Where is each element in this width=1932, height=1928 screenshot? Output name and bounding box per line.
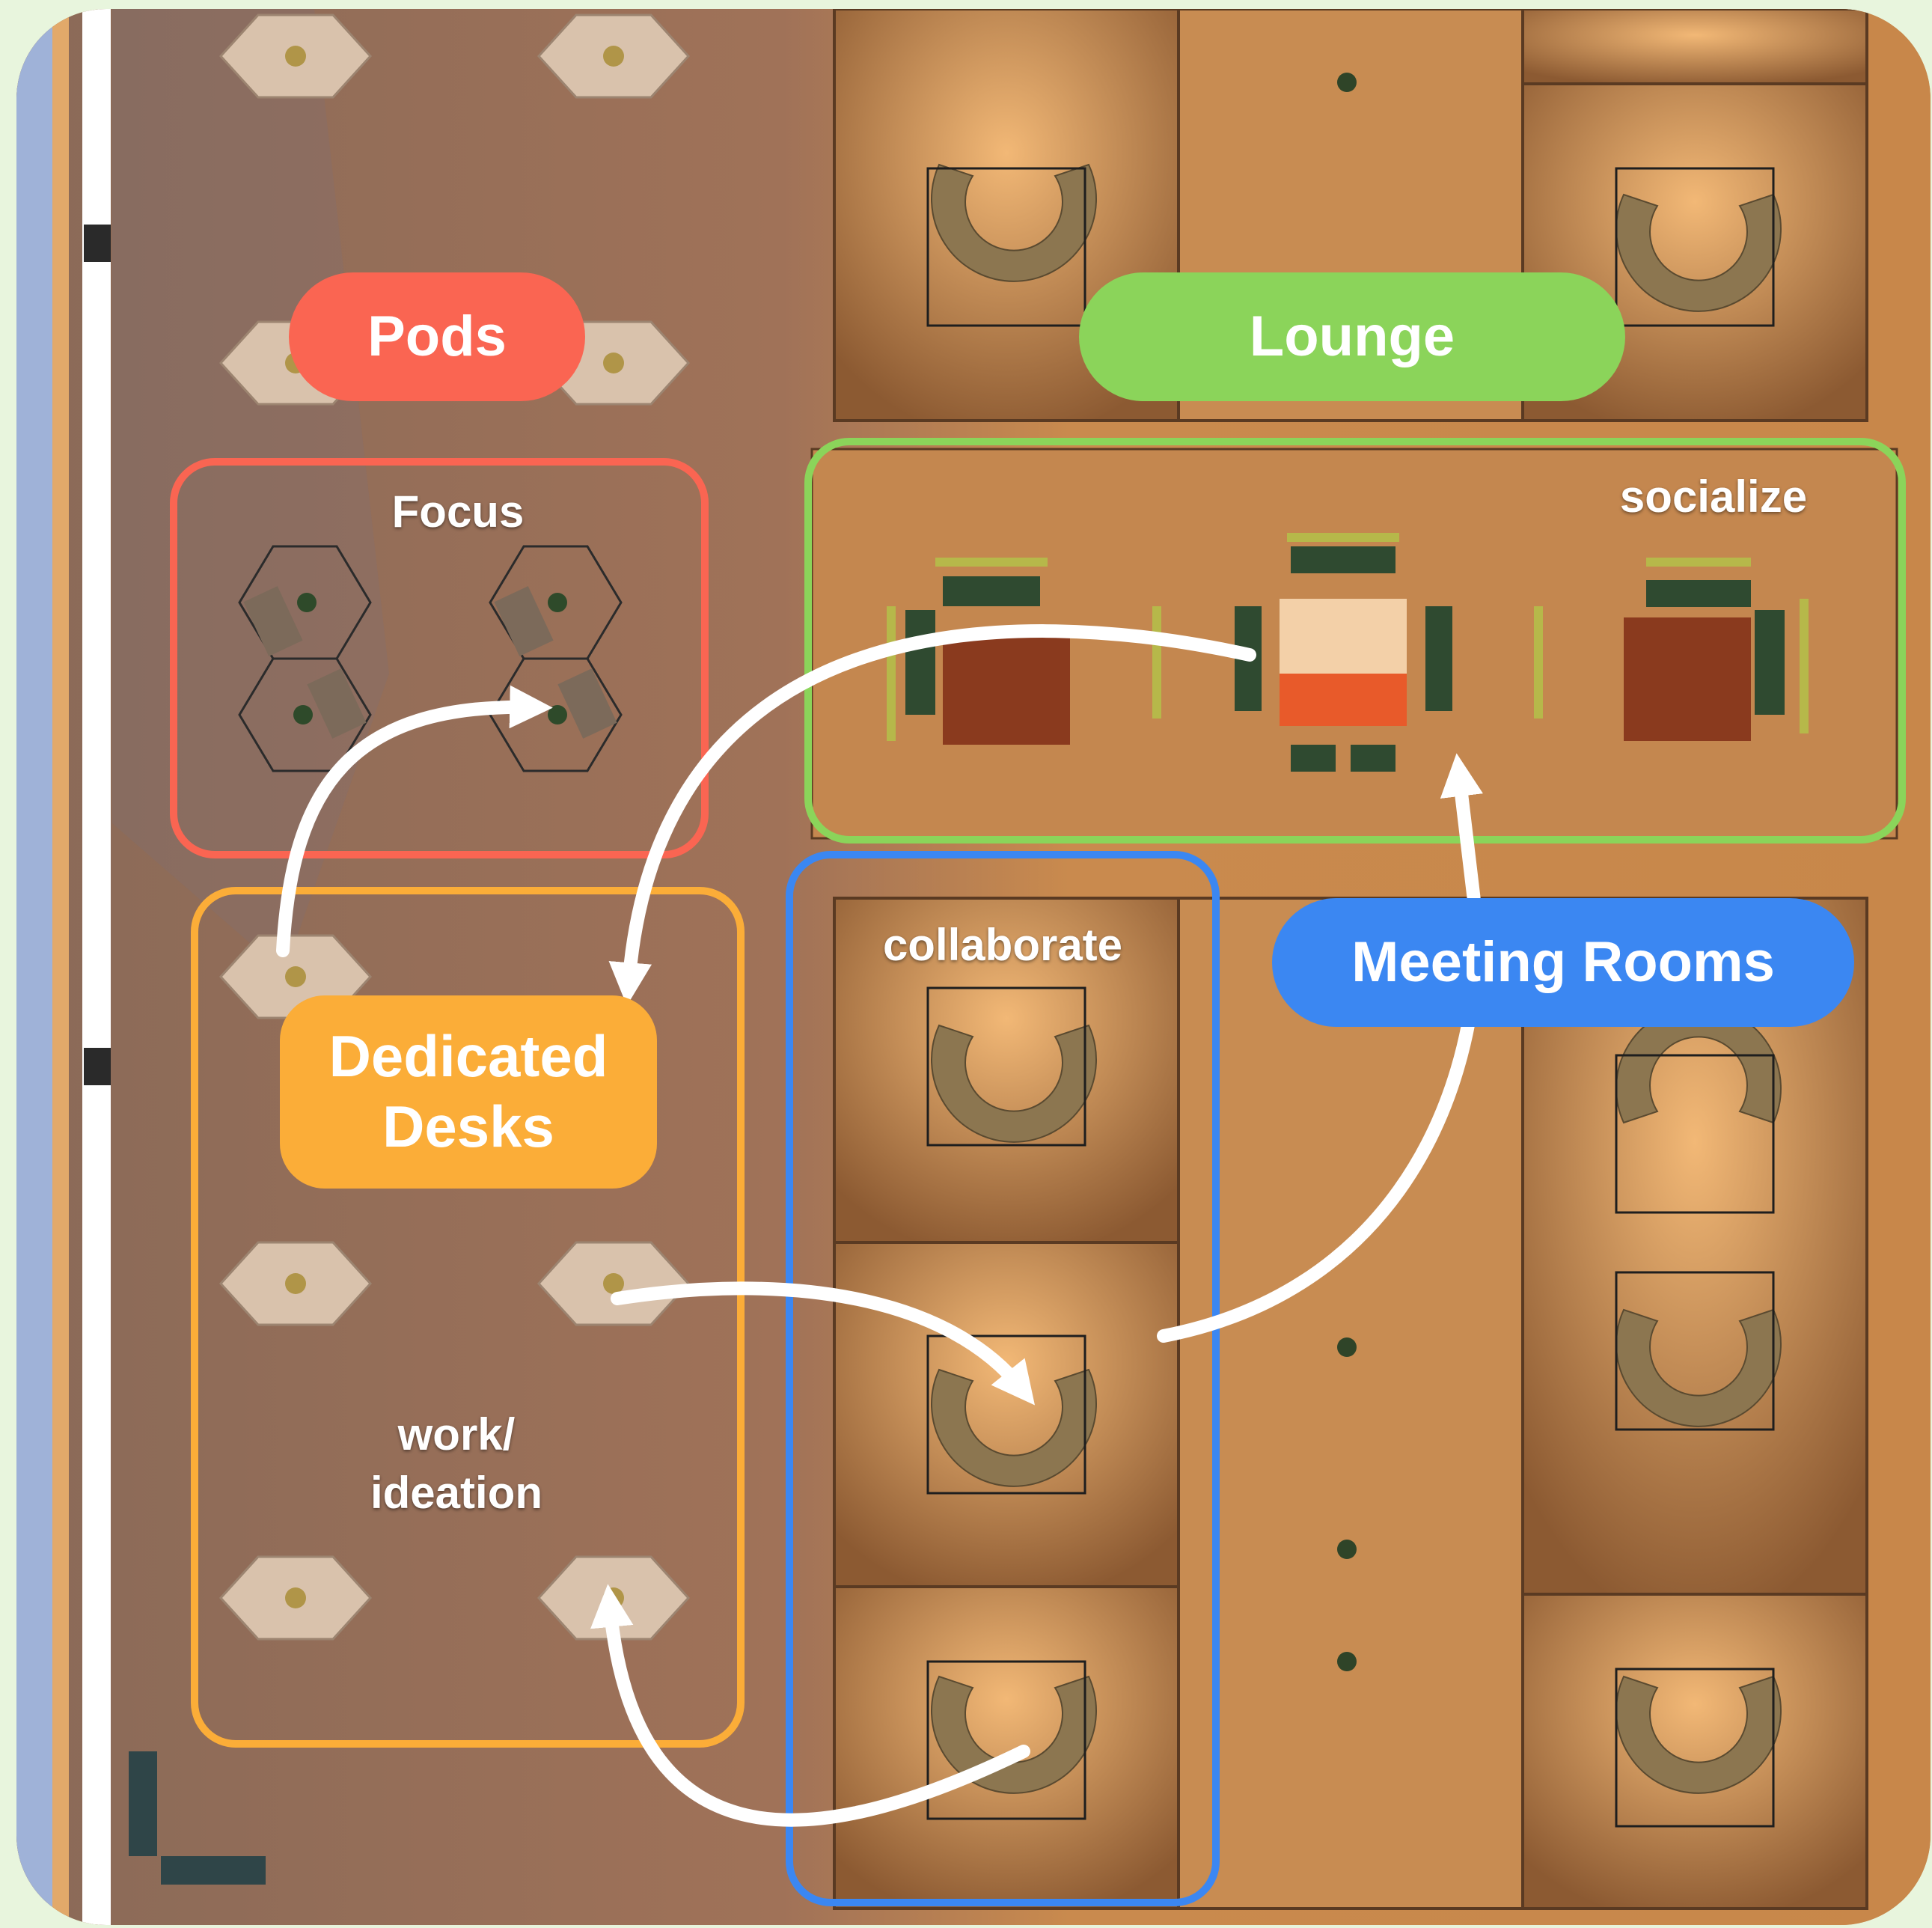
- lounge-furniture: [887, 533, 1809, 772]
- flow-arrow-meeting-to-desks: [590, 1584, 1030, 1827]
- meeting-rooms-tag: Meeting Rooms: [1272, 898, 1854, 1027]
- socialize-zone-outline: [804, 438, 1906, 844]
- flow-arrow-lounge-to-desks: [608, 624, 1256, 1006]
- socialize-zone-label: socialize: [1619, 472, 1808, 522]
- collaborate-zone-outline: [786, 851, 1220, 1906]
- work-zone-outline: [191, 887, 745, 1748]
- focus-zone-outline: [170, 458, 709, 858]
- dedicated-desks-tag-line1: Dedicated: [328, 1023, 608, 1090]
- flow-arrow-desks-to-focus: [276, 685, 553, 957]
- work-ideation-line2: ideation: [370, 1468, 542, 1518]
- lounge-tag: Lounge: [1079, 272, 1625, 401]
- dedicated-desks-tag-line2: Desks: [382, 1093, 554, 1159]
- flow-arrow-desks-to-meeting: [611, 1281, 1036, 1406]
- dedicated-desks-tag: Dedicated Desks: [280, 995, 657, 1189]
- collaborate-zone-label: collaborate: [882, 920, 1123, 970]
- focus-zone-label: Focus: [391, 486, 525, 537]
- pods-tag: Pods: [289, 272, 585, 401]
- work-ideation-line1: work/: [397, 1409, 516, 1459]
- work-ideation-zone-label: work/ ideation: [307, 1406, 606, 1522]
